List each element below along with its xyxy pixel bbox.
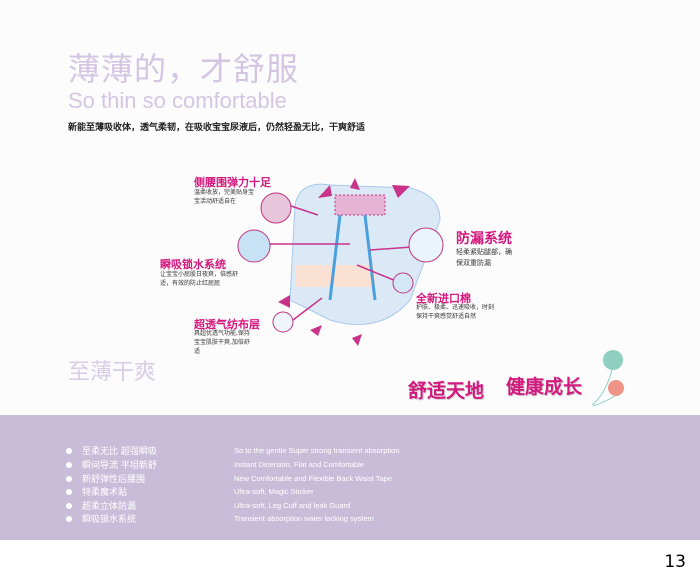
list-item: 特柔魔术贴 [66,485,127,498]
bullet-icon [66,447,72,454]
feature-desc-waist: 温柔收放，完美贴身宝宝活动舒适自在 [194,189,255,205]
list-item-cn: 超柔立体防漏 [82,502,137,512]
callout-lines [270,204,413,321]
list-item-en: So to the gentle Super strong transient … [234,446,400,455]
feature-list-band [0,415,700,540]
list-item-cn: 瞬间导流 平坦新舒 [82,461,157,471]
slogan-right-2: 健康成长 [506,376,583,398]
list-item-en: Instant Dicersion, Flat and Comfortable [234,460,365,469]
callout-circle-waist [260,192,292,224]
callout-circle-leak [408,227,444,263]
feature-desc-absorb: 让宝宝小屁股日夜爽，倍感舒适，有效的防止红屁屁 [160,271,239,287]
slogan-left: 至薄干爽 [68,360,157,385]
list-item-en: New Comfortable and Flexible Back Waist … [234,474,392,483]
list-item-cn: 瞬吸锁水系统 [82,515,137,525]
feature-title-cotton: 全新进口棉 [416,292,471,305]
list-item-cn: 特柔魔术贴 [82,488,128,498]
list-item-cn: 至柔无比 超强瞬吸 [82,447,157,457]
bullet-icon [66,515,72,522]
feature-title-leak: 防漏系统 [456,231,512,247]
slogan-right-1: 舒适天地 [408,380,485,402]
feature-desc-leak: 轻柔紧贴腿部，确保双重防漏 [456,248,512,267]
feature-title-waist: 侧腰围弹力十足 [194,176,271,189]
list-item-en: Transient absorption water locking syste… [234,514,374,523]
diaper-illustration [237,178,624,407]
title-en: So thin so comfortable [68,88,287,113]
callout-circle-absorb [237,229,271,263]
bullet-icon [66,502,72,509]
callout-circle-breathable [272,311,294,333]
bullet-icon [66,475,72,482]
list-item-en: Ultra-soft, Magic Sticker [234,487,314,496]
bullet-icon [66,488,72,495]
title-cn: 薄薄的，才舒服 [68,50,300,88]
list-item: 新舒弹性后腰围 [66,472,145,485]
feature-title-absorb: 瞬吸锁水系统 [160,258,226,271]
feature-desc-cotton: 护肤、极柔、迅速吸收，时刻保持干爽感觉舒适自然 [416,304,495,320]
list-item: 瞬间导流 平坦新舒 [66,458,157,471]
list-item: 至柔无比 超强瞬吸 [66,444,157,457]
intro-text: 新能至薄吸收体，透气柔韧，在吸收宝宝尿液后，仍然轻盈无比，干爽舒适 [68,123,366,133]
feature-desc-breathable: 具超优透气功能,保持宝宝肌肤干爽,加倍舒适 [194,330,250,355]
list-item: 超柔立体防漏 [66,499,136,512]
page-number: 13 [664,552,686,572]
list-item-en: Ultra-soft, Leg Cuff and leak Guard [234,501,351,510]
balloons [591,350,624,407]
bullet-icon [66,461,72,468]
list-item: 瞬吸锁水系统 [66,512,136,525]
feature-title-breathable: 超透气纺布层 [194,318,260,331]
arrows [278,178,410,346]
list-item-cn: 新舒弹性后腰围 [82,475,146,485]
callout-circle-cotton [392,272,414,294]
